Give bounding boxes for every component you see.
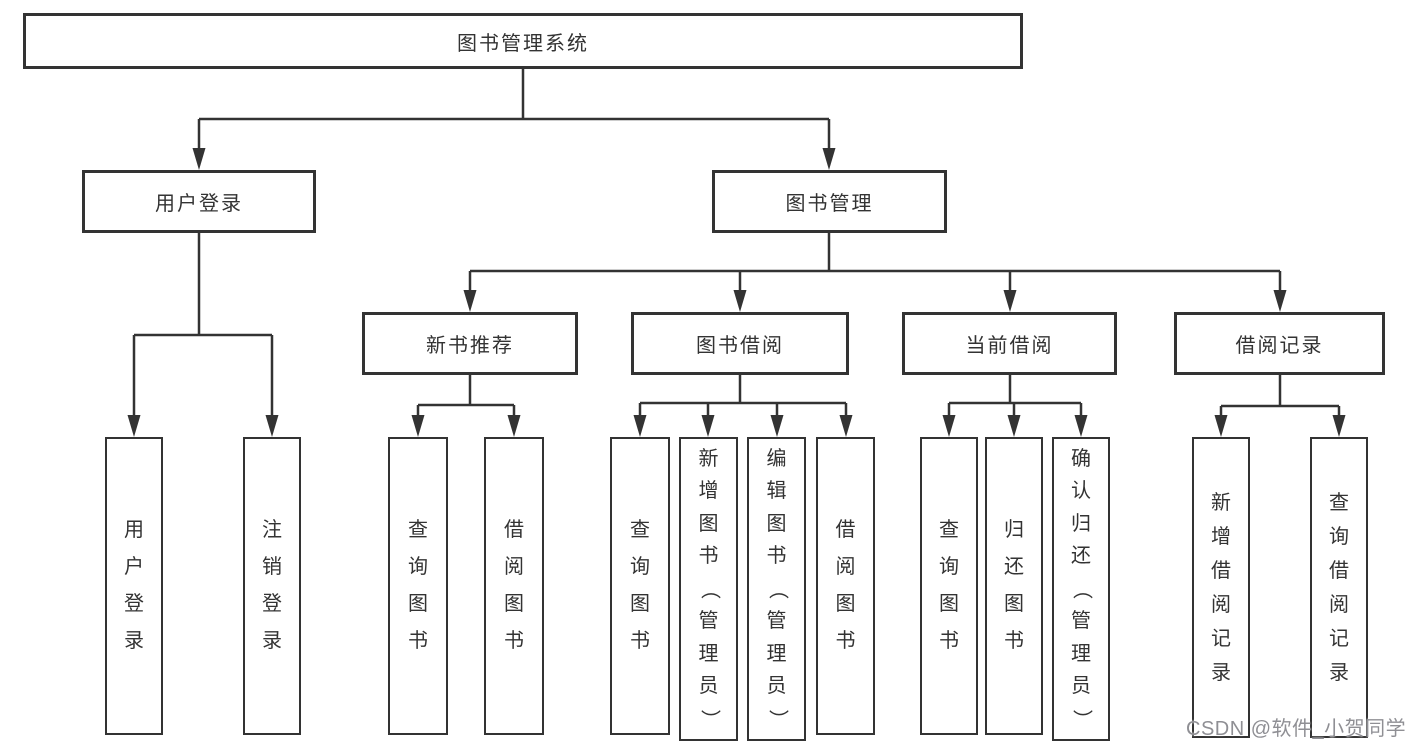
node-query-books-rec: 查询图书: [388, 437, 448, 735]
node-edit-books-admin: 编辑图书（管理员）: [747, 437, 806, 741]
node-borrow-records: 借阅记录: [1174, 312, 1385, 375]
node-book-borrowing: 图书借阅: [631, 312, 849, 375]
arrow-down-icon: [1214, 415, 1228, 437]
node-user-login-leaf: 用户登录: [105, 437, 163, 735]
arrow-down-icon: [633, 415, 647, 437]
node-label: 新书推荐: [426, 335, 514, 357]
arrow-down-icon: [463, 290, 477, 312]
node-user-login: 用户登录: [82, 170, 316, 233]
node-add-books-admin: 新增图书（管理员）: [679, 437, 738, 741]
arrow-down-icon: [127, 415, 141, 437]
arrow-down-icon: [1332, 415, 1346, 437]
node-query-books-cur: 查询图书: [920, 437, 978, 735]
node-library-management-system: 图书管理系统: [23, 13, 1023, 69]
arrow-down-icon: [507, 415, 521, 437]
node-return-books: 归还图书: [985, 437, 1043, 735]
node-borrow-books-bor: 借阅图书: [816, 437, 875, 735]
node-logout: 注销登录: [243, 437, 301, 735]
arrow-down-icon: [1273, 290, 1287, 312]
arrow-down-icon: [1003, 290, 1017, 312]
arrow-down-icon: [1007, 415, 1021, 437]
arrow-down-icon: [701, 415, 715, 437]
node-label: 借阅记录: [1235, 335, 1324, 357]
node-label: 当前借阅: [965, 335, 1054, 357]
node-book-management: 图书管理: [712, 170, 947, 233]
node-label: 图书管理系统: [457, 32, 589, 55]
arrow-down-icon: [942, 415, 956, 437]
node-confirm-return-admin: 确认归还（管理员）: [1052, 437, 1110, 741]
arrow-down-icon: [733, 290, 747, 312]
node-current-borrowing: 当前借阅: [902, 312, 1117, 375]
node-label: 图书管理: [785, 193, 874, 215]
csdn-watermark: CSDN @软件_小贺同学: [1186, 718, 1405, 740]
arrow-down-icon: [265, 415, 279, 437]
node-query-books-bor: 查询图书: [610, 437, 670, 735]
arrow-down-icon: [822, 148, 836, 170]
node-query-borrow-record: 查询借阅记录: [1310, 437, 1368, 738]
node-label: 用户登录: [155, 193, 243, 215]
arrow-down-icon: [192, 148, 206, 170]
arrow-down-icon: [839, 415, 853, 437]
arrow-down-icon: [1074, 415, 1088, 437]
node-new-book-recommendation: 新书推荐: [362, 312, 578, 375]
node-label: 图书借阅: [696, 335, 784, 357]
arrow-down-icon: [411, 415, 425, 437]
arrow-down-icon: [770, 415, 784, 437]
node-add-borrow-record: 新增借阅记录: [1192, 437, 1250, 738]
node-borrow-books-rec: 借阅图书: [484, 437, 544, 735]
